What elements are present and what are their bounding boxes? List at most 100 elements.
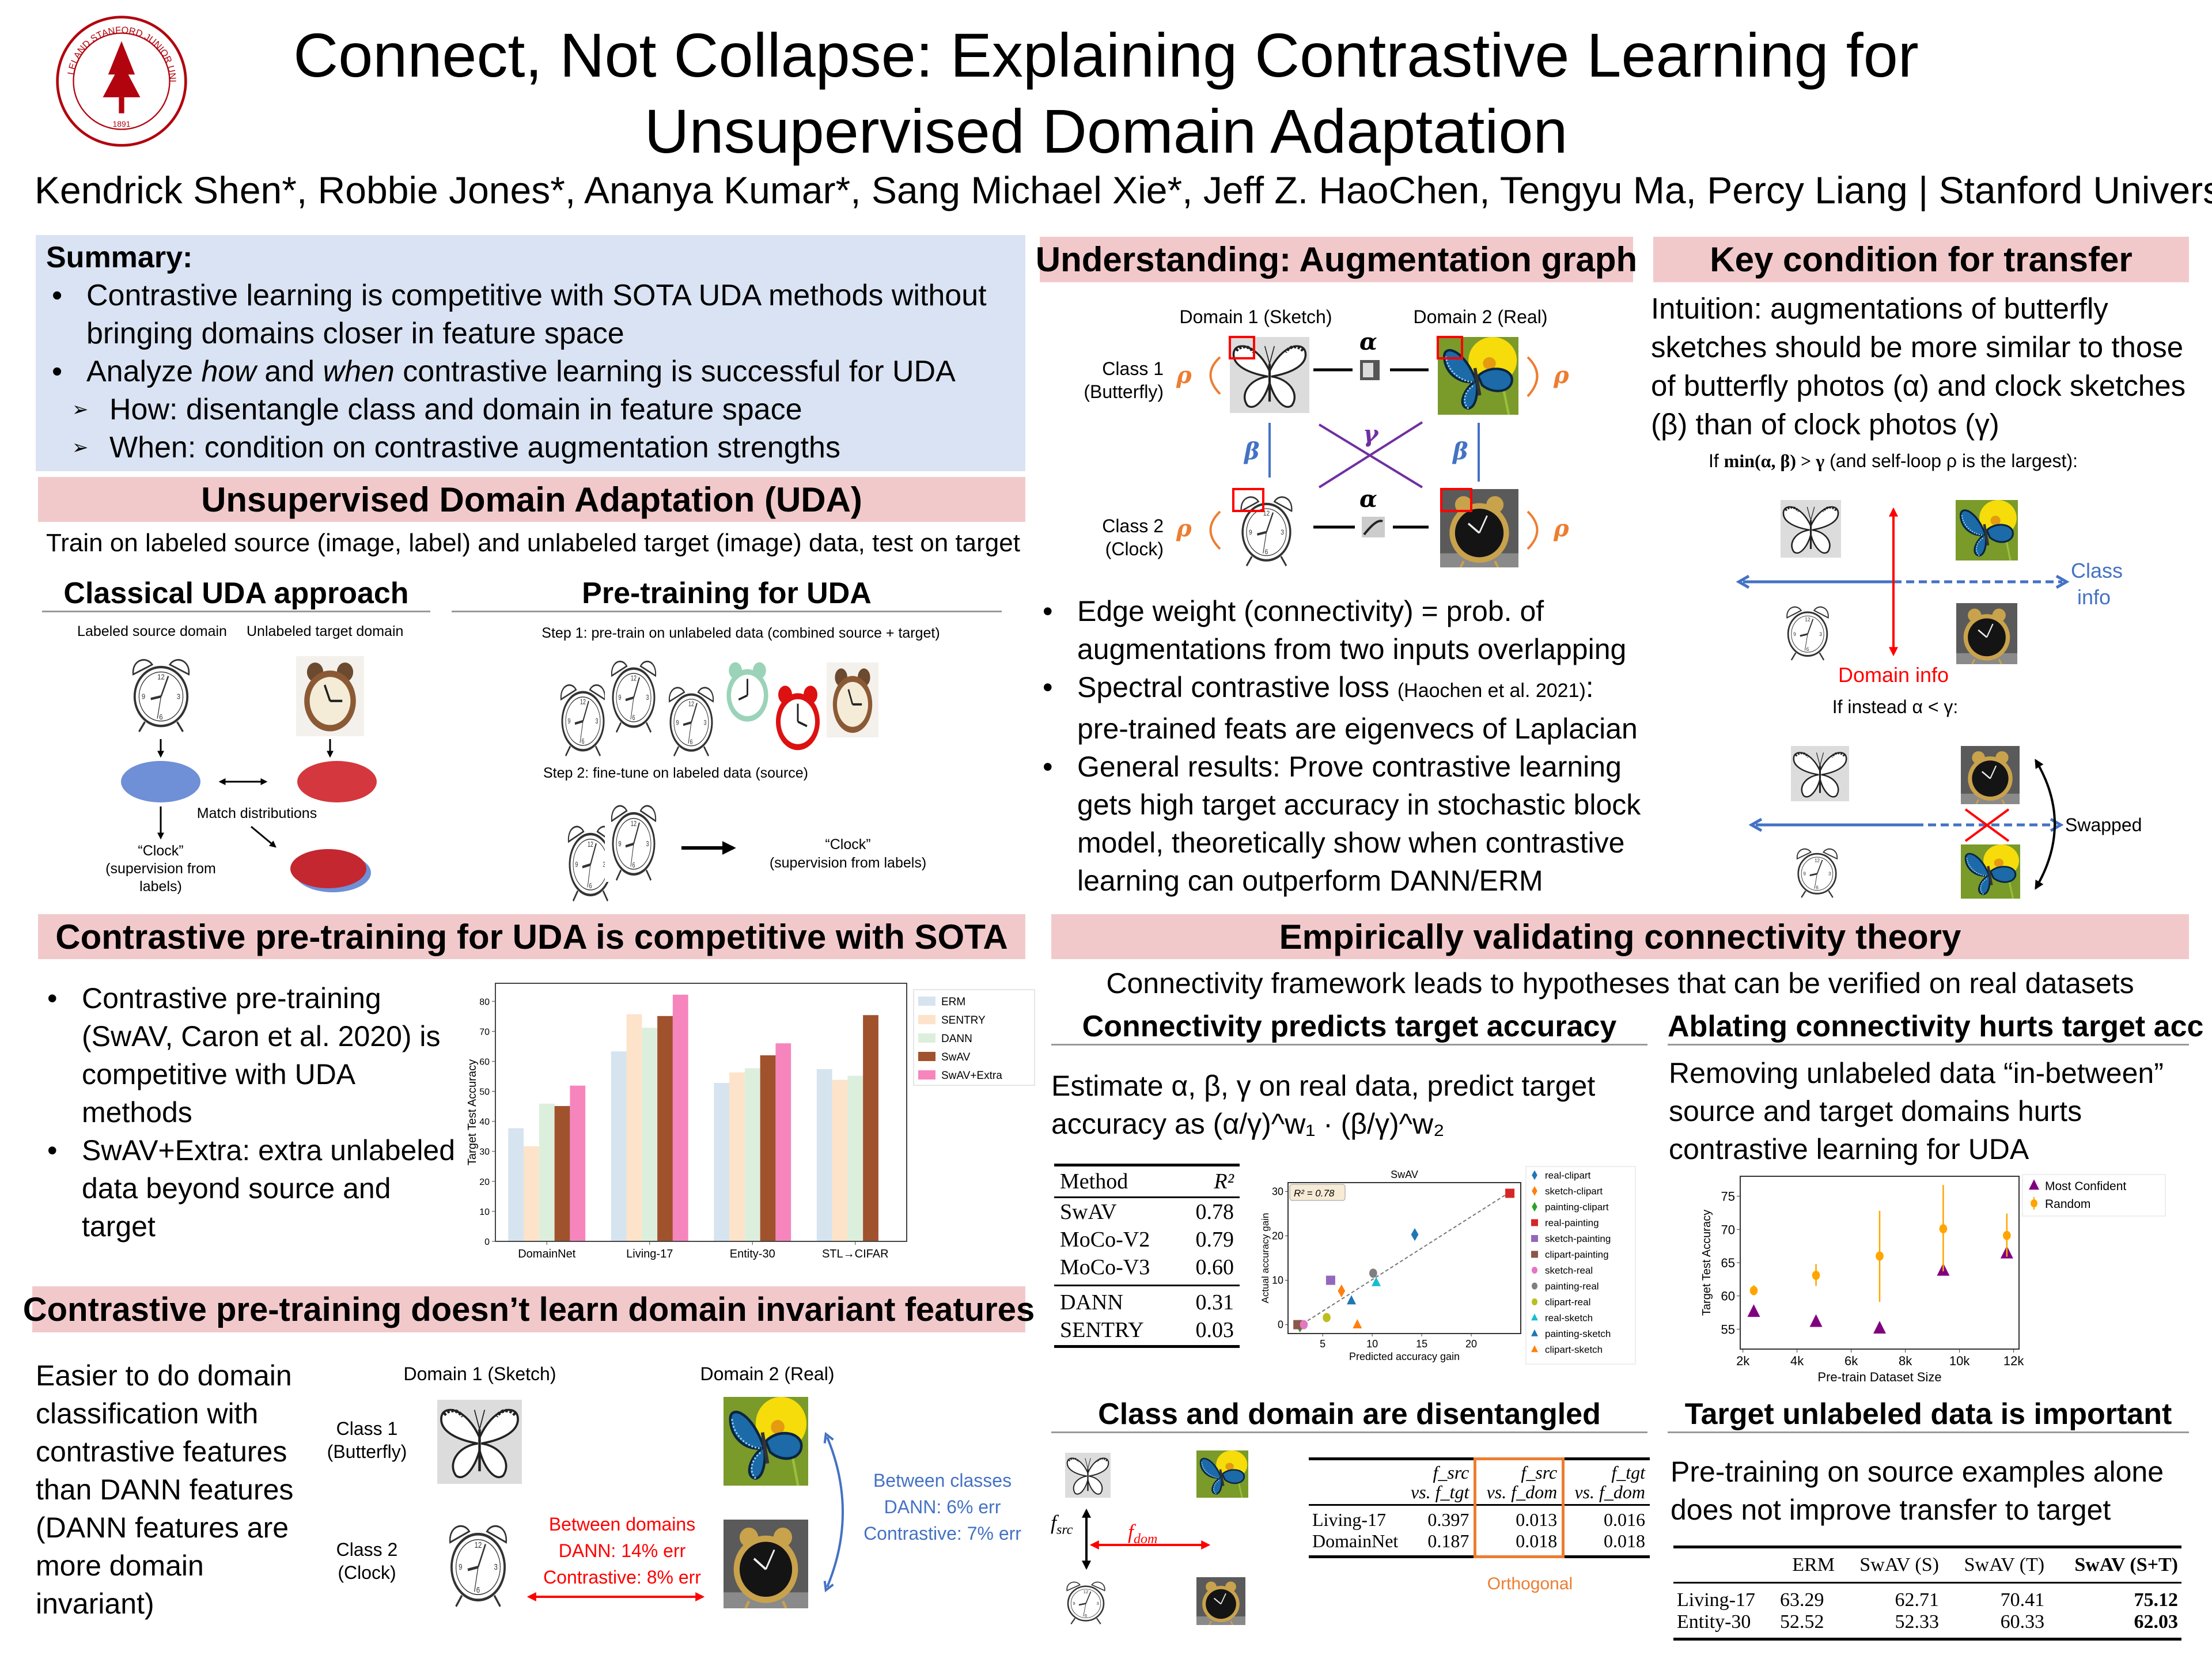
y-axis-label: Target Test Accuracy [1700, 1210, 1713, 1316]
title-line-1: Connect, Not Collapse: Explaining Contra… [293, 20, 1919, 90]
y-tick-label: 70 [479, 1027, 490, 1037]
x-tick-label: 5 [1320, 1338, 1325, 1350]
point-clipart-real [1323, 1313, 1331, 1323]
rho-loop-label: ρ [1176, 362, 1192, 389]
point-clipart-sketch [1353, 1319, 1362, 1328]
fsrc-label: fsrc [1051, 1511, 1073, 1538]
point-sketch-real [1300, 1320, 1308, 1330]
swapped-label: Swapped [2065, 815, 2142, 835]
aug-domain2-label: Domain 2 (Real) [1413, 306, 1548, 327]
sketch-clock-image [662, 680, 720, 757]
competitive-bullet: SwAV+Extra: extra unlabeled data beyond … [41, 1131, 468, 1245]
ablating-text: Removing unlabeled data “in-between” sou… [1669, 1057, 2164, 1165]
aug-class2-label: Class 2(Clock) [1102, 516, 1164, 559]
legend-label: ERM [941, 996, 965, 1008]
rho-loop-label: ρ [1176, 515, 1192, 542]
legend-marker [1531, 1329, 1538, 1336]
condition-text: If min(α, β) > γ (and self-loop ρ is the… [1709, 450, 2078, 471]
bar-swav [657, 1016, 673, 1241]
competitive-bullet: Contrastive pre-training (SwAV, Caron et… [41, 979, 468, 1131]
authors: Kendrick Shen*, Robbie Jones*, Ananya Ku… [35, 169, 2212, 211]
legend-label: SwAV [941, 1051, 971, 1063]
red-clock-image [769, 680, 827, 755]
random-point [1749, 1286, 1758, 1296]
classical-uda-title: Classical UDA approach [42, 576, 430, 612]
legend-label: sketch-painting [1545, 1233, 1611, 1244]
bar-dann [642, 1028, 658, 1241]
uda-intro: Train on labeled source (image, label) a… [46, 529, 1020, 557]
target-distribution-ellipse [297, 761, 377, 802]
beta-edge-label: β [1244, 438, 1260, 465]
empirical-header: Empirically validating connectivity theo… [1051, 914, 2189, 959]
bar-sentry [524, 1146, 539, 1241]
key-condition-arrows [1736, 507, 2070, 890]
bar-erm [816, 1069, 832, 1241]
y-tick-label: 30 [479, 1147, 490, 1157]
ablating-title: Ablating connectivity hurts target acc [1668, 1009, 2203, 1046]
pretraining-uda-title: Pre-training for UDA [452, 576, 1002, 612]
random-point [1939, 1224, 1948, 1234]
plot-frame [1287, 1182, 1521, 1334]
legend-marker [1532, 1202, 1537, 1212]
y-tick-label: 60 [1721, 1289, 1735, 1304]
legend-label: SENTRY [941, 1014, 986, 1027]
competitive-bullets: Contrastive pre-training (SwAV, Caron et… [41, 979, 468, 1245]
legend-marker [2031, 1199, 2037, 1207]
empirical-intro: Connectivity framework leads to hypothes… [1106, 967, 2134, 999]
bar-swav-extra [570, 1085, 586, 1241]
green-clock-image [720, 657, 775, 726]
x-axis-label: Pre-train Dataset Size [1817, 1370, 1941, 1382]
point-real-sketch [1372, 1277, 1381, 1286]
y-tick-label: 20 [479, 1177, 490, 1187]
legend-label: SwAV+Extra [941, 1070, 1002, 1082]
y-tick-label: 10 [1272, 1275, 1283, 1286]
match-distributions-label: Match distributions [196, 805, 317, 821]
real-clock-image [1196, 1577, 1245, 1625]
point-real-clipart [1411, 1228, 1419, 1241]
legend-marker [1531, 1345, 1538, 1353]
legend-label: painting-real [1545, 1281, 1599, 1292]
legend-label: real-clipart [1545, 1170, 1591, 1181]
legend-label: sketch-clipart [1545, 1186, 1603, 1197]
legend-label: clipart-real [1545, 1297, 1590, 1308]
real-butterfly-image [1196, 1450, 1248, 1498]
random-point [1812, 1270, 1820, 1280]
bar-swav [863, 1015, 878, 1241]
beta-edge-label: β [1453, 438, 1468, 465]
step2-label: Step 2: fine-tune on labeled data (sourc… [543, 765, 809, 781]
legend-swatch [918, 997, 935, 1006]
x-tick-label: Living-17 [626, 1248, 673, 1260]
point-painting-sketch [1347, 1295, 1357, 1305]
y-axis-label: Target Test Accuracy [466, 1059, 479, 1165]
summary-content: Summary: Contrastive learning is competi… [46, 238, 1020, 467]
sketch-butterfly-image [1065, 1453, 1111, 1498]
alpha-edge-label: α [1359, 328, 1377, 355]
bar-erm [611, 1051, 627, 1241]
labeled-source-label: Labeled source domain [77, 623, 227, 639]
disentangled-title: Class and domain are disentangled [1051, 1397, 1647, 1433]
x-tick-label: DomainNet [518, 1248, 575, 1260]
x-tick-label: 20 [1465, 1338, 1477, 1350]
svg-text:1891: 1891 [113, 119, 131, 128]
aug-bullet: Spectral contrastive loss (Haochen et al… [1037, 668, 1647, 748]
summary-title: Summary: [46, 241, 193, 274]
y-tick-label: 55 [1721, 1322, 1735, 1336]
annotation-box [1289, 1184, 1346, 1201]
y-tick-label: 20 [1272, 1230, 1283, 1241]
legend-swatch [918, 1015, 935, 1024]
estimate-text: Estimate α, β, γ on real data, predict t… [1051, 1070, 1596, 1140]
legend-label: painting-clipart [1545, 1202, 1609, 1213]
augmentation-header: Understanding: Augmentation graph [1036, 237, 1637, 282]
x-tick-label: Entity-30 [730, 1248, 775, 1260]
unlabeled-target-label: Unlabeled target domain [247, 623, 404, 639]
legend-label: DANN [941, 1033, 972, 1045]
orthogonal-label: Orthogonal [1487, 1574, 1573, 1593]
legend-swatch [918, 1070, 935, 1080]
point-painting-real [1369, 1268, 1377, 1278]
